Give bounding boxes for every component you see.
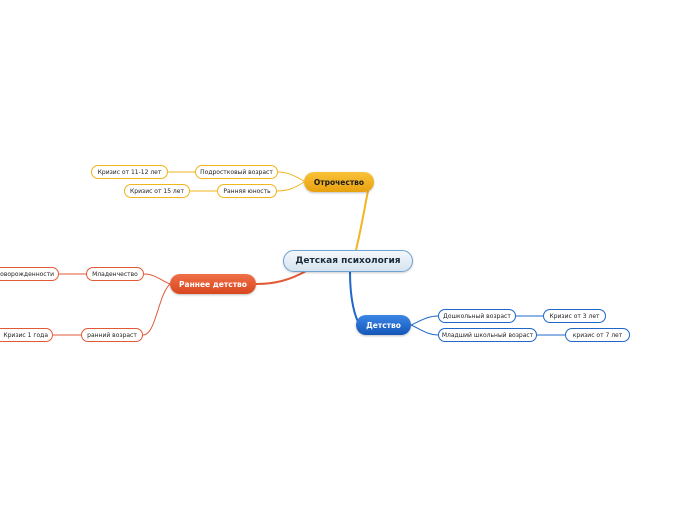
adolescence-item-teenage[interactable]: Подростковый возраст (195, 165, 278, 179)
early-childhood-item-infancy[interactable]: Младенчество (86, 267, 144, 281)
adolescence-item-early-youth[interactable]: Ранняя юность (217, 184, 277, 198)
connector-adolescence-item-2 (276, 181, 305, 192)
early-childhood-crisis-1-year[interactable]: Кризис 1 года (0, 328, 53, 342)
adolescence-crisis-15[interactable]: Кризис от 15 лет (124, 184, 190, 198)
connector-early-childhood-item-1 (143, 273, 171, 285)
adolescence-crisis-11-12[interactable]: Кризис от 11-12 лет (91, 165, 168, 179)
branch-childhood[interactable]: Детство (356, 315, 411, 335)
early-childhood-item-early-age[interactable]: ранний возраст (81, 328, 143, 342)
childhood-item-preschool[interactable]: Дошкольный возраст (438, 309, 516, 323)
connector-central-early-childhood (255, 270, 307, 285)
central-topic[interactable]: Детская психология (283, 250, 413, 272)
branch-early-childhood[interactable]: Раннее детство (170, 274, 256, 294)
connector-childhood-item-2 (410, 324, 439, 336)
childhood-crisis-3[interactable]: Кризис от 3 лет (543, 309, 606, 323)
connector-early-childhood-item-2 (142, 283, 171, 336)
early-childhood-crisis-newborn[interactable]: новорожденности (0, 267, 59, 281)
childhood-crisis-7[interactable]: кризис от 7 лет (565, 328, 630, 342)
connector-childhood-item-1 (410, 315, 439, 326)
branch-adolescence[interactable]: Отрочество (304, 172, 374, 192)
connector-adolescence-item-1 (277, 171, 305, 182)
childhood-item-primary-school[interactable]: Младший школьный возраст (438, 328, 537, 342)
connector-central-adolescence (355, 190, 369, 251)
